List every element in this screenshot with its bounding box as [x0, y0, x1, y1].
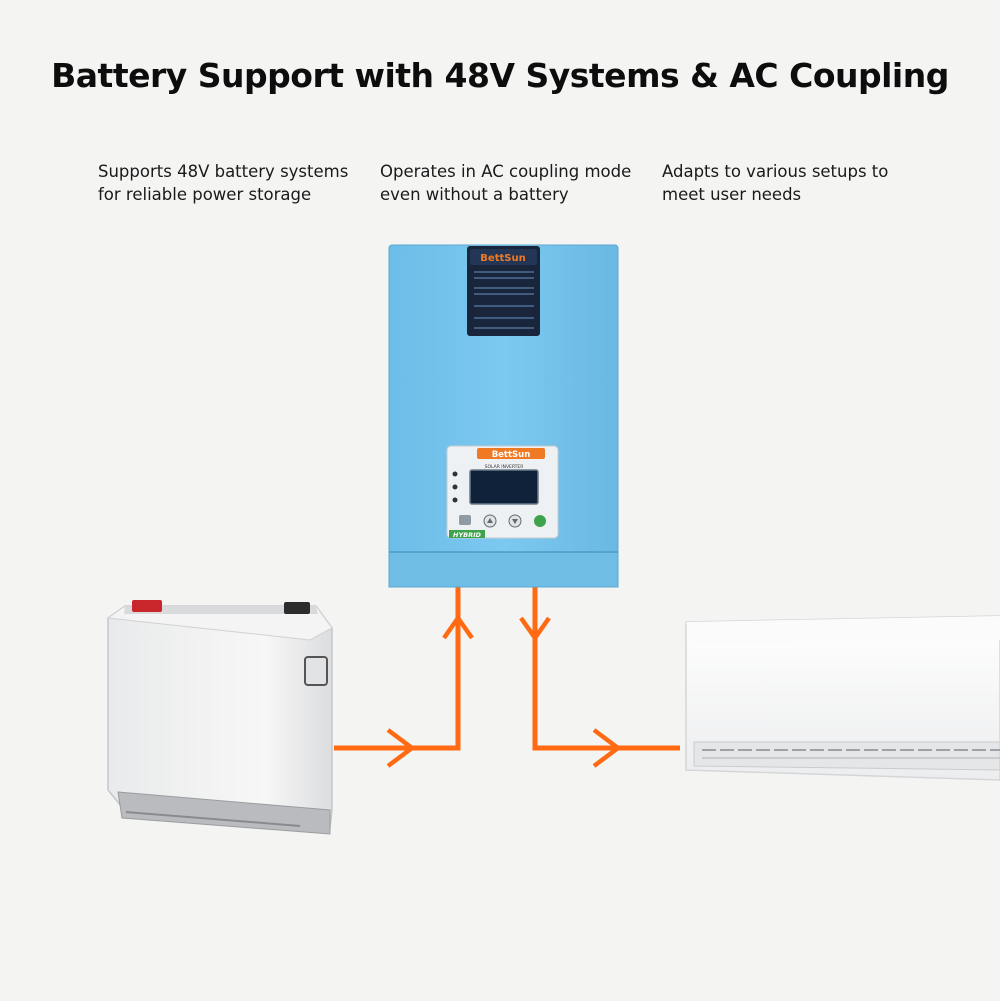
panel-brand: BettSun	[492, 450, 531, 460]
battery-terminal-positive-icon	[132, 600, 162, 612]
flow-arrow-right-icon	[592, 728, 622, 768]
feature-setups: Adapts to various setups to meet user ne…	[662, 162, 889, 204]
energy-flow-lines	[334, 586, 680, 751]
flow-arrow-right-icon	[386, 728, 416, 768]
battery-terminal-negative-icon	[284, 602, 310, 614]
feature-ac-coupling: Operates in AC coupling mode even withou…	[380, 162, 632, 204]
flow-arrow-down-icon	[519, 616, 551, 642]
lcd-screen	[469, 469, 539, 505]
inverter-to-ac-line	[532, 586, 680, 751]
status-led-icon	[452, 471, 458, 477]
air-conditioner-unit	[685, 615, 1000, 781]
battery-unit	[106, 600, 333, 835]
enter-button-icon	[534, 515, 546, 527]
status-led-icon	[452, 484, 458, 490]
page-title: Battery Support with 48V Systems & AC Co…	[51, 56, 949, 95]
feature-battery-support: Supports 48V battery systems for reliabl…	[98, 162, 349, 204]
battery-to-inverter-line	[334, 586, 461, 751]
inverter-label-plate	[467, 246, 540, 336]
panel-badge: HYBRID	[453, 531, 482, 539]
flow-arrow-up-icon	[442, 614, 474, 640]
panel-subtitle: SOLAR INVERTER	[485, 464, 524, 470]
battery-handle-icon	[304, 656, 328, 686]
inverter-unit: BettSun BettSun SOLAR INVERTER HYBRID	[388, 244, 619, 588]
status-led-icon	[452, 497, 458, 503]
menu-button-icon	[459, 515, 471, 525]
inverter-brand: BettSun	[480, 253, 525, 264]
